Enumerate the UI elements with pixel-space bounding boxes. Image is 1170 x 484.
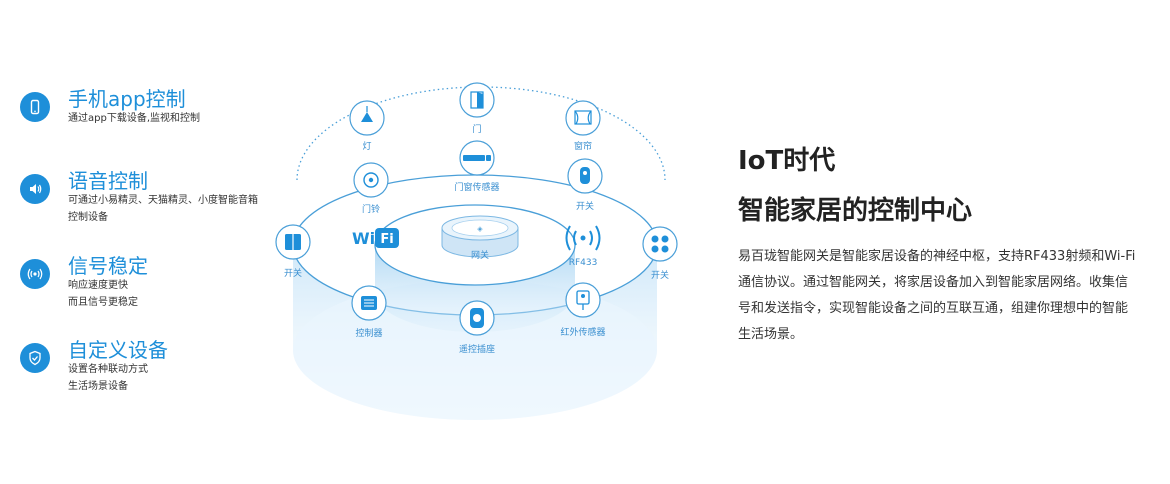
rf-label: RF433 (569, 258, 598, 268)
wifi-tag: Fi (380, 232, 393, 247)
feature-desc-line: 设置各种联动方式 (68, 364, 148, 375)
device-label: 灯 (362, 141, 371, 152)
feature-desc: 可通过小易精灵、天猫精灵、小度智能音箱控制设备 (68, 195, 258, 223)
feature-title: 语音控制 (68, 169, 148, 193)
four-button-switch-icon (651, 235, 669, 253)
device-label: 开关 (651, 269, 669, 281)
shield-icon (20, 343, 50, 373)
feature-desc-line: 而且信号更稳定 (68, 297, 138, 308)
lamp-icon (361, 106, 373, 122)
headline-control-center: 智能家居的控制中心 (738, 196, 973, 226)
door-sensor-icon (463, 155, 491, 161)
feature-title: 信号稳定 (68, 254, 148, 278)
device-remote-socket: 遥控插座 (459, 300, 495, 355)
feature-desc-line: 生活场景设备 (68, 381, 128, 392)
device-label: 门窗传感器 (454, 181, 499, 193)
signal-icon (20, 259, 50, 289)
feature-title: 自定义设备 (68, 338, 168, 362)
device-switch-ring: 开关 (567, 158, 603, 212)
glow-cylinder-bottom (293, 280, 657, 420)
speaker-icon (20, 174, 50, 204)
switch-remote-icon (580, 167, 590, 184)
device-label: 红外传感器 (560, 326, 605, 338)
device-label: 开关 (576, 200, 594, 212)
device-switch-right: 开关 (642, 226, 678, 281)
feature-desc: 设置各种联动方式 生活场景设备 (68, 361, 258, 395)
device-door: 门 (459, 82, 495, 135)
feature-desc: 响应速度更快 而且信号更稳定 (68, 277, 258, 311)
ir-sensor-icon (576, 290, 590, 310)
headline-iot: IoT时代 (738, 146, 836, 176)
door-icon (470, 91, 484, 109)
device-lamp: 灯 (349, 100, 385, 152)
gateway-device: ◈ (441, 215, 519, 258)
inner-ring-side (375, 245, 575, 332)
wifi-tag-box (375, 228, 399, 248)
rf-signal-icon (565, 225, 601, 251)
device-label: 门 (472, 123, 481, 135)
device-switch-left: 开关 (275, 224, 311, 279)
device-label: 控制器 (355, 327, 382, 339)
gateway-description: 易百珑智能网关是智能家居设备的神经中枢，支持RF433射频和Wi-Fi通信协议。… (738, 249, 1136, 342)
device-curtain: 窗帘 (565, 100, 601, 152)
device-label: 遥控插座 (459, 343, 495, 355)
socket-icon (470, 308, 484, 328)
device-controller: 控制器 (351, 285, 387, 339)
wall-switch-icon (285, 234, 301, 250)
device-doorbell: 门铃 (353, 162, 389, 215)
outer-dotted-arc (296, 86, 666, 181)
device-ir-sensor: 红外传感器 (560, 282, 606, 338)
controller-icon (361, 296, 377, 310)
phone-icon (20, 92, 50, 122)
device-label: 窗帘 (574, 140, 592, 152)
device-door-sensor: 门窗传感器 (454, 140, 500, 193)
device-label: 开关 (284, 267, 302, 279)
curtain-icon (574, 110, 592, 125)
feature-title: 手机app控制 (68, 87, 186, 111)
gateway-label: 网关 (471, 249, 489, 261)
gateway-dot-icon: ◈ (477, 225, 483, 233)
iot-gateway-diagram: ◈ 网关 Wi Fi RF433 灯 门 窗帘 门窗传感器 门铃 (275, 82, 678, 420)
feature-desc: 通过app下载设备,监视和控制 (68, 113, 201, 124)
feature-desc-line: 响应速度更快 (68, 280, 128, 291)
wifi-word: Wi (352, 229, 375, 248)
device-label: 门铃 (362, 203, 380, 215)
wifi-badge: Wi Fi (352, 228, 399, 248)
doorbell-icon (363, 172, 379, 188)
